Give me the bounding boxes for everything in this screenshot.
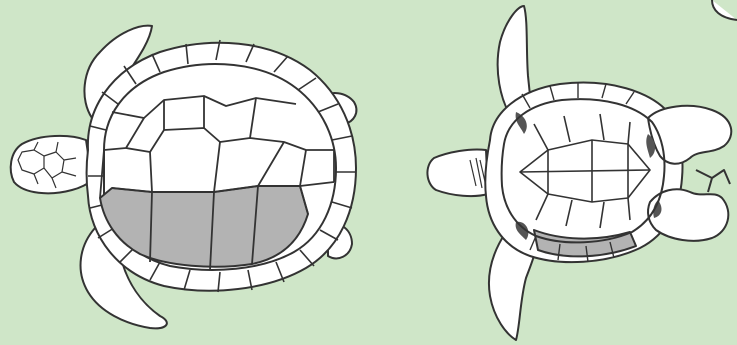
head (11, 136, 92, 193)
plastron (485, 83, 682, 263)
